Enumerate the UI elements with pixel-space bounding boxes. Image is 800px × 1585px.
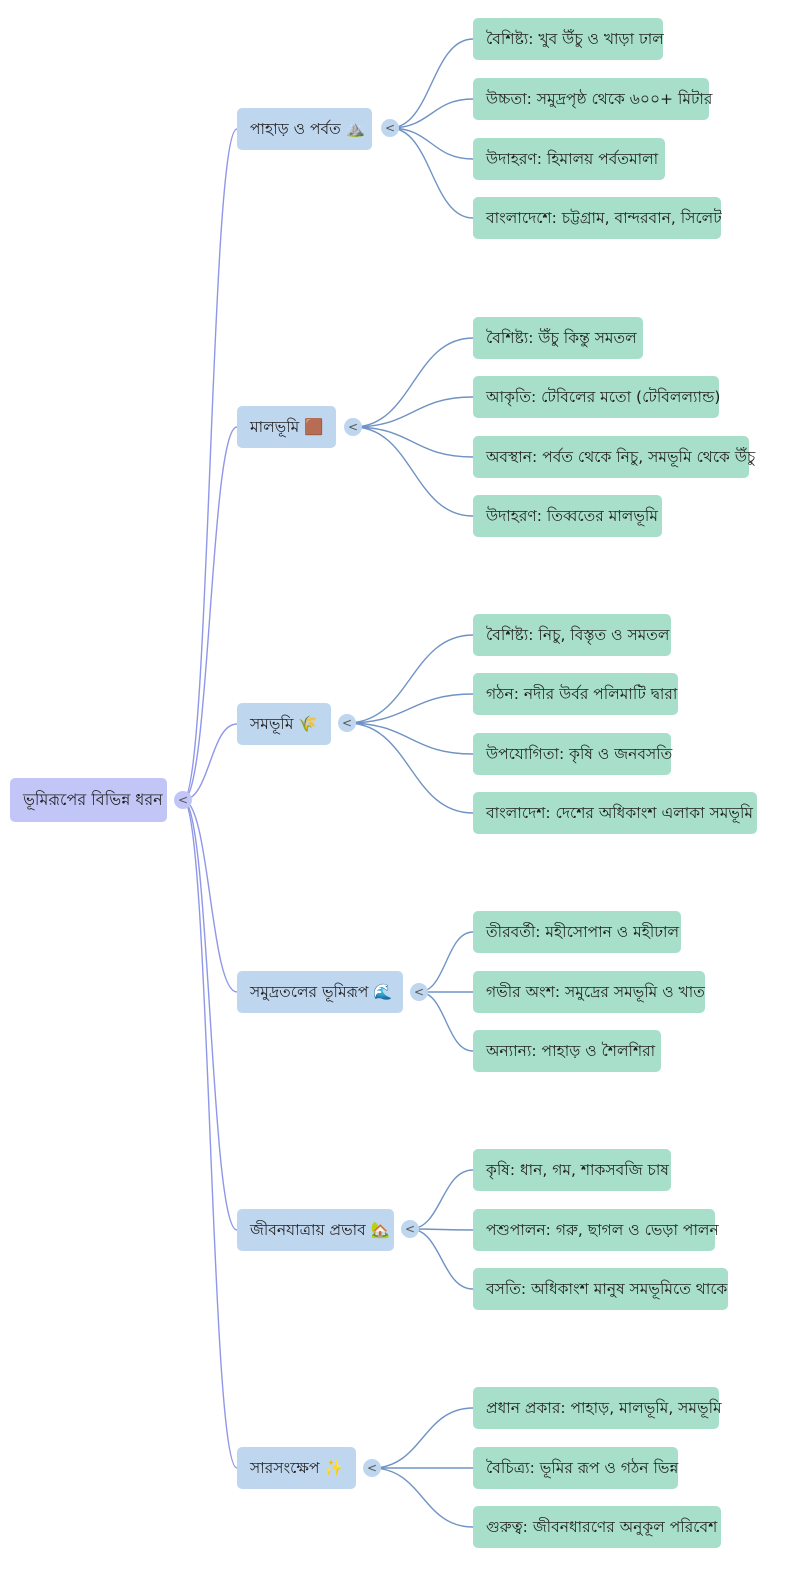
root-to-branch-link bbox=[182, 426, 238, 801]
branch-node-plains[interactable]: সমভূমি 🌾 bbox=[237, 703, 331, 745]
branch-to-leaf-link bbox=[389, 98, 474, 129]
leaf-node[interactable]: গুরুত্ব: জীবনধারণের অনুকূল পরিবেশ bbox=[473, 1506, 721, 1548]
leaf-node[interactable]: বাংলাদেশে: চট্টগ্রাম, বান্দরবান, সিলেট bbox=[473, 197, 722, 239]
branch-to-leaf-link bbox=[352, 426, 474, 458]
leaf-node[interactable]: উদাহরণ: হিমালয় পর্বতমালা bbox=[473, 138, 665, 180]
root-to-branch-link bbox=[182, 799, 238, 1231]
branch-collapse-toggle[interactable]: < bbox=[338, 714, 356, 732]
branch-to-leaf-link bbox=[371, 1407, 474, 1469]
branch-to-leaf-link bbox=[352, 337, 474, 428]
branch-to-leaf-link bbox=[352, 426, 474, 517]
leaf-node[interactable]: অন্যান্য: পাহাড় ও শৈলশিরা bbox=[473, 1030, 661, 1072]
branch-collapse-toggle[interactable]: < bbox=[401, 1220, 419, 1238]
branch-to-leaf-link bbox=[389, 127, 474, 219]
branch-node-plateau[interactable]: মালভূমি 🟫 bbox=[237, 406, 336, 448]
leaf-node[interactable]: বৈশিষ্ট্য: উঁচু কিন্তু সমতল bbox=[473, 317, 643, 359]
branch-collapse-toggle[interactable]: < bbox=[344, 418, 362, 436]
root-to-branch-link bbox=[182, 799, 238, 1469]
leaf-node[interactable]: গঠন: নদীর উর্বর পলিমাটি দ্বারা bbox=[473, 673, 678, 715]
branch-to-leaf-link bbox=[409, 1228, 474, 1231]
branch-to-leaf-link bbox=[389, 127, 474, 160]
leaf-node[interactable]: বসতি: অধিকাংশ মানুষ সমভূমিতে থাকে bbox=[473, 1268, 728, 1310]
root-collapse-toggle[interactable]: < bbox=[174, 791, 192, 809]
leaf-node[interactable]: অবস্থান: পর্বত থেকে নিচু, সমভূমি থেকে উঁ… bbox=[473, 436, 755, 478]
root-node[interactable]: ভূমিরূপের বিভিন্ন ধরন bbox=[10, 778, 167, 822]
branch-collapse-toggle[interactable]: < bbox=[410, 983, 428, 1001]
branch-to-leaf-link bbox=[346, 634, 474, 724]
leaf-node[interactable]: প্রধান প্রকার: পাহাড়, মালভূমি, সমভূমি bbox=[473, 1387, 722, 1429]
leaf-node[interactable]: উদাহরণ: তিব্বতের মালভূমি bbox=[473, 495, 662, 537]
leaf-node[interactable]: গভীর অংশ: সমুদ্রের সমভূমি ও খাত bbox=[473, 971, 705, 1013]
branch-to-leaf-link bbox=[371, 1467, 474, 1528]
leaf-node[interactable]: উচ্চতা: সমুদ্রপৃষ্ঠ থেকে ৬০০+ মিটার bbox=[473, 78, 712, 120]
branch-to-leaf-link bbox=[418, 931, 474, 993]
branch-node-mountains[interactable]: পাহাড় ও পর্বত ⛰️ bbox=[237, 108, 372, 150]
branch-collapse-toggle[interactable]: < bbox=[363, 1459, 381, 1477]
branch-collapse-toggle[interactable]: < bbox=[381, 119, 399, 137]
leaf-node[interactable]: আকৃতি: টেবিলের মতো (টেবিলল্যান্ড) bbox=[473, 376, 720, 418]
branch-to-leaf-link bbox=[418, 991, 474, 1052]
leaf-node[interactable]: বাংলাদেশ: দেশের অধিকাংশ এলাকা সমভূমি bbox=[473, 792, 757, 834]
branch-to-leaf-link bbox=[346, 722, 474, 755]
leaf-node[interactable]: বৈশিষ্ট্য: খুব উঁচু ও খাড়া ঢাল bbox=[473, 18, 664, 60]
leaf-node[interactable]: বৈশিষ্ট্য: নিচু, বিস্তৃত ও সমতল bbox=[473, 614, 671, 656]
branch-to-leaf-link bbox=[409, 1169, 474, 1230]
branch-to-leaf-link bbox=[352, 396, 474, 428]
leaf-node[interactable]: তীরবর্তী: মহীসোপান ও মহীঢাল bbox=[473, 911, 681, 953]
leaf-node[interactable]: কৃষি: ধান, গম, শাকসবজি চাষ bbox=[473, 1149, 671, 1191]
branch-node-lifestyle-impact[interactable]: জীবনযাত্রায় প্রভাব 🏡 bbox=[237, 1209, 394, 1251]
branch-to-leaf-link bbox=[409, 1228, 474, 1290]
root-to-branch-link bbox=[182, 799, 238, 993]
branch-node-seabed[interactable]: সমুদ্রতলের ভূমিরূপ 🌊 bbox=[237, 971, 403, 1013]
branch-to-leaf-link bbox=[389, 38, 474, 129]
branch-to-leaf-link bbox=[346, 693, 474, 724]
branch-to-leaf-link bbox=[346, 722, 474, 814]
leaf-node[interactable]: পশুপালন: গরু, ছাগল ও ভেড়া পালন bbox=[473, 1209, 719, 1251]
leaf-node[interactable]: উপযোগিতা: কৃষি ও জনবসতি bbox=[473, 733, 672, 775]
root-to-branch-link bbox=[182, 128, 238, 801]
branch-node-summary[interactable]: সারসংক্ষেপ ✨ bbox=[237, 1447, 356, 1489]
leaf-node[interactable]: বৈচিত্র্য: ভূমির রূপ ও গঠন ভিন্ন bbox=[473, 1447, 678, 1489]
